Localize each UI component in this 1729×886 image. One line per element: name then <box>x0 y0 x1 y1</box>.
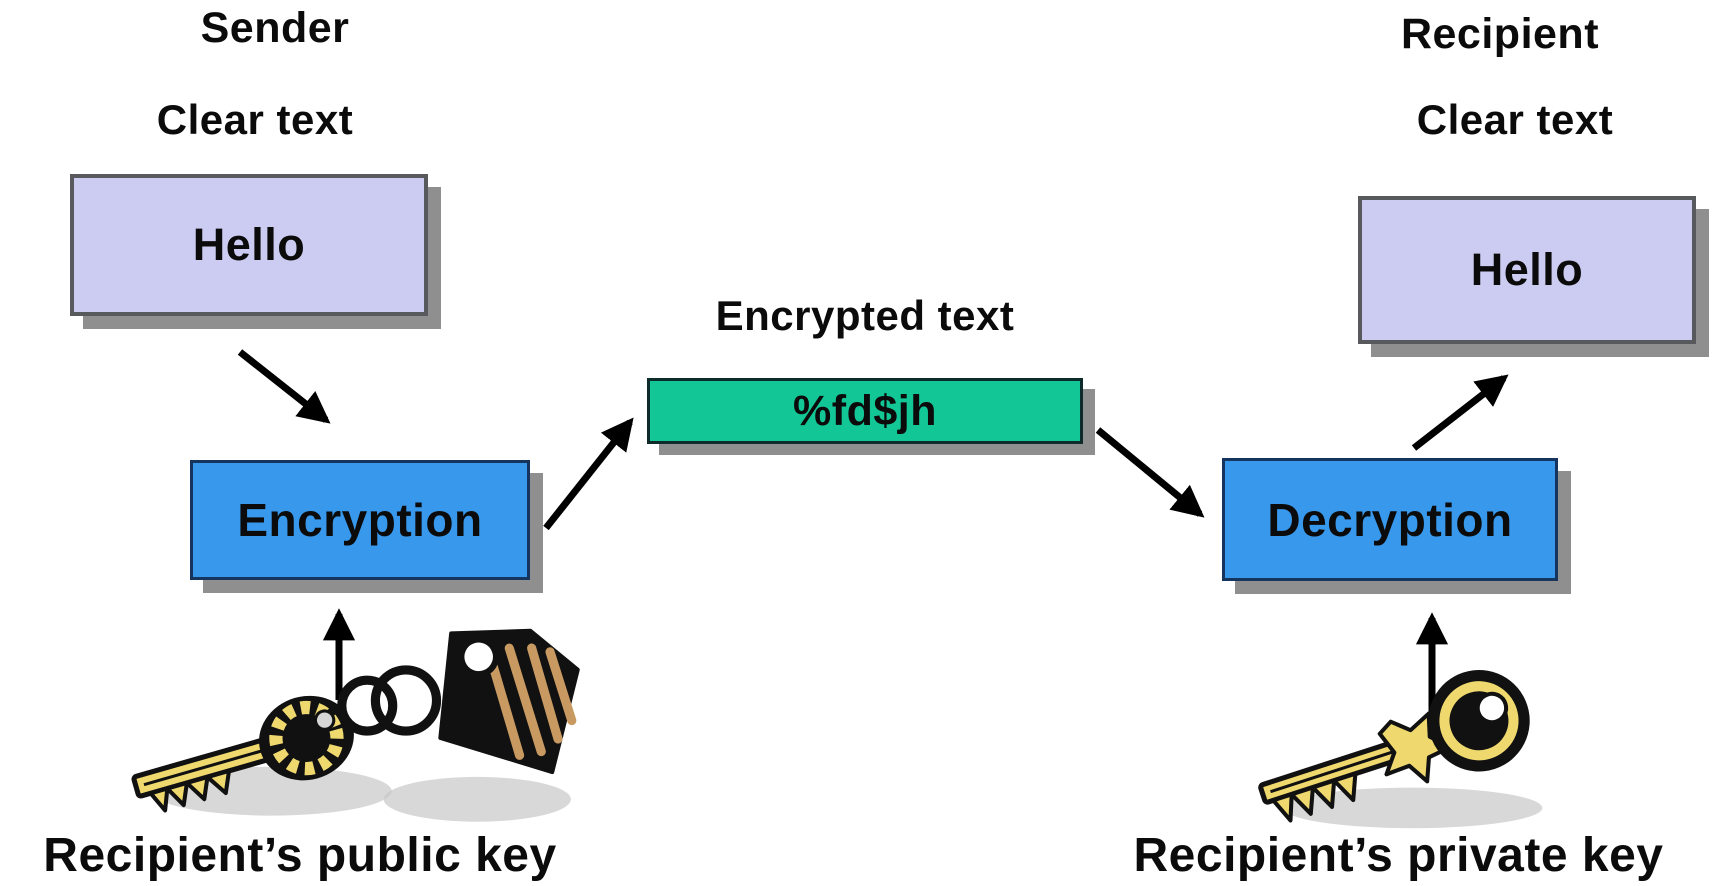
keys-with-tag-icon <box>131 628 580 822</box>
ciphertext-box: %fd$jh <box>647 378 1083 444</box>
encrypted-text-heading: Encrypted text <box>715 292 1015 339</box>
arrow-decryption-to-cleartext <box>1411 374 1509 451</box>
recipient-message-text: Hello <box>1470 244 1584 295</box>
key-icon <box>1258 670 1543 829</box>
arrow-encryption-to-ciphertext <box>543 417 634 531</box>
ciphertext-text: %fd$jh <box>793 386 937 435</box>
arrow-ciphertext-to-decryption <box>1095 427 1205 518</box>
encryption-box: Encryption <box>190 460 530 580</box>
decryption-label: Decryption <box>1267 493 1513 546</box>
recipient-message-box: Hello <box>1358 196 1696 344</box>
public-key-caption: Recipient’s public key <box>43 829 557 882</box>
decryption-box: Decryption <box>1222 458 1558 581</box>
sender-message-text: Hello <box>192 219 306 270</box>
private-key-caption: Recipient’s private key <box>1133 829 1664 882</box>
sender-clear-text-label: Clear text <box>156 96 354 143</box>
encryption-label: Encryption <box>237 494 483 546</box>
sender-title: Sender <box>200 4 350 52</box>
arrow-cleartext-to-encryption <box>237 349 331 424</box>
sender-message-box: Hello <box>70 174 428 316</box>
recipient-clear-text-label: Clear text <box>1416 96 1614 143</box>
recipient-title: Recipient <box>1400 10 1600 58</box>
